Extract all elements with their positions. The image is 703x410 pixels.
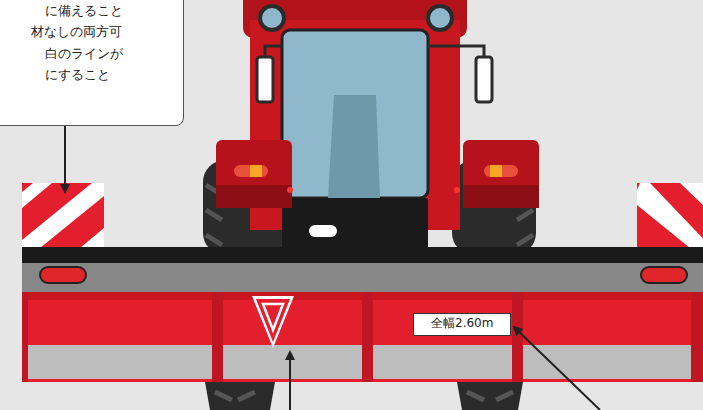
fender-shade: [463, 185, 539, 208]
leader-line: [289, 352, 291, 410]
panel-base: [22, 183, 104, 248]
tail-lamp: [641, 267, 687, 283]
panel-stripe: [637, 183, 703, 248]
work-lamp: [428, 6, 452, 30]
black-bar: [22, 247, 703, 263]
panel-stripe: [22, 183, 104, 248]
callout-box: に備えること材なしの両方可白のラインがにすること: [0, 0, 184, 126]
fender-shade: [216, 185, 292, 208]
mirror: [257, 57, 273, 102]
front-tire: [457, 382, 523, 410]
marker-dot: [287, 187, 293, 193]
tail-lamp: [40, 267, 86, 283]
headlight: [309, 225, 337, 237]
cab-window: [282, 30, 428, 198]
gray-bar: [22, 263, 703, 292]
bar-rib: [212, 292, 223, 382]
panel-stripe: [22, 183, 52, 208]
dimension-text: 全幅2.60m: [431, 315, 493, 331]
smv-mark-border: [252, 296, 294, 348]
width-label-box: 全幅2.60m: [413, 313, 511, 336]
fender: [216, 140, 292, 208]
tire-tread: [215, 392, 513, 400]
striped-panel: [637, 183, 703, 248]
marker-dot: [454, 187, 460, 193]
fender-lamp: [234, 165, 268, 177]
leader-line: [514, 327, 600, 410]
note-text: に備えること: [45, 3, 123, 19]
cab-seat: [328, 95, 380, 198]
note-text: にすること: [45, 67, 110, 83]
panel-stripe: [680, 183, 703, 205]
smv-mark-inner: [263, 304, 283, 330]
mirror: [476, 57, 492, 102]
bar-rib: [362, 292, 373, 382]
bar-rib: [512, 292, 523, 382]
red-bar: [22, 292, 691, 382]
fender-lamp-amber: [250, 165, 262, 177]
grille: [282, 198, 428, 248]
lower-panel: [22, 345, 691, 379]
leader-line: [64, 125, 66, 192]
striped-panel: [22, 183, 104, 248]
fender-lamp: [484, 165, 518, 177]
mirror-arm: [265, 46, 484, 57]
bar-edge: [22, 292, 691, 300]
panel-stripe: [80, 228, 104, 248]
panel-base: [637, 183, 703, 248]
smv-mark: [256, 299, 290, 342]
bar-rib: [691, 292, 703, 382]
note-text: 材なしの両方可: [31, 24, 122, 40]
fender-lamp-amber: [490, 165, 502, 177]
front-tire: [205, 382, 275, 410]
note-text: 白のラインが: [45, 46, 123, 62]
bar-rib: [22, 292, 28, 382]
fender: [463, 140, 539, 208]
work-lamp: [260, 6, 284, 30]
